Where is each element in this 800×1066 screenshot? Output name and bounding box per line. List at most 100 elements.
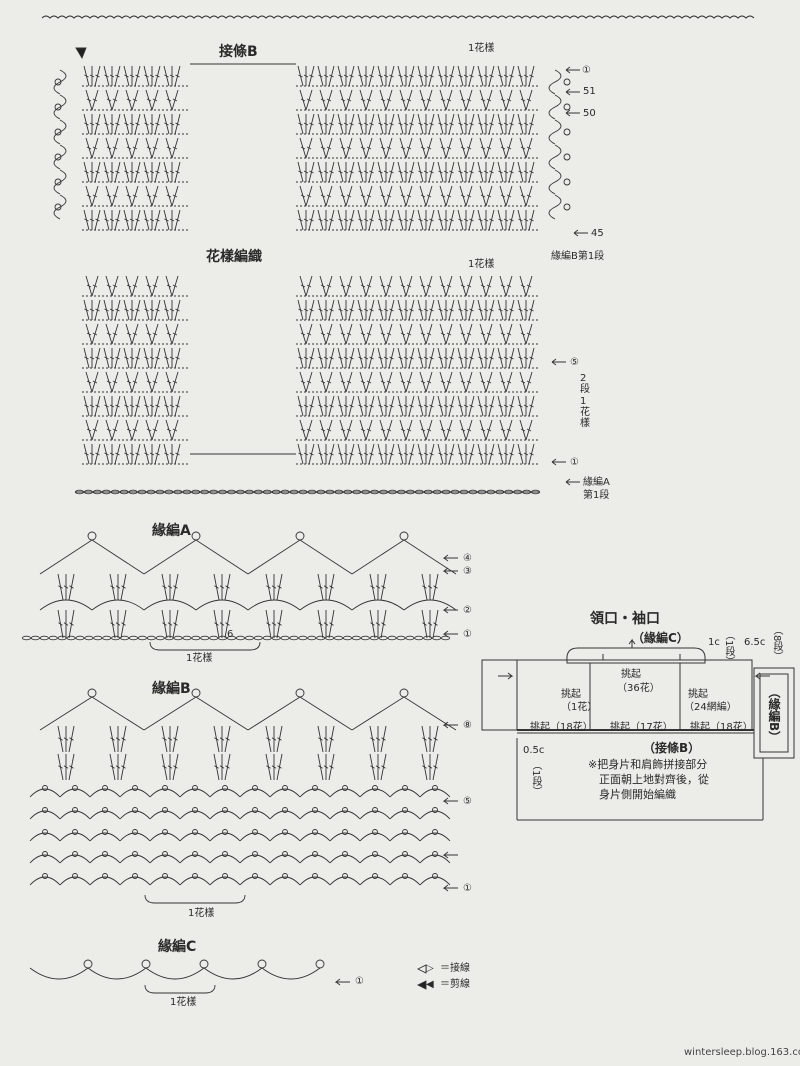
stitch-crossbar (458, 74, 463, 78)
stitch-crossbar (418, 308, 423, 312)
stitch-crossbar (132, 194, 138, 198)
stitch-crossbar (172, 98, 178, 102)
legend-cut-text: ＝剪線 (440, 979, 470, 990)
mesh-picot (312, 851, 318, 857)
stitch-crossbar (469, 308, 474, 312)
edging-a-peak (143, 539, 249, 575)
stitch-crossbar (309, 74, 314, 78)
stitch-crossbar (109, 404, 115, 408)
stitch-crossbar (149, 452, 155, 456)
stitch-crossbar (520, 428, 526, 432)
stitch-crossbar (95, 170, 100, 174)
row-arrow (442, 884, 458, 892)
stitch-crossbar (58, 737, 63, 741)
chain-stitch (280, 489, 290, 495)
chain-stitch (271, 635, 281, 641)
stitch-crossbar (149, 404, 155, 408)
edging-a-picot (399, 531, 409, 541)
stitch-crossbar (129, 404, 135, 408)
stitch-crossbar (529, 122, 534, 126)
stitch-crossbar (438, 170, 443, 174)
mesh-picot (372, 807, 378, 813)
stitch-crossbar (115, 622, 121, 626)
stitch-crossbar (146, 98, 152, 102)
stitch-crossbar (358, 122, 363, 126)
edging-b-mesh (29, 876, 61, 886)
stitch-crossbar (115, 585, 121, 589)
chain-stitch (280, 635, 290, 641)
stitch-crossbar (104, 356, 109, 360)
stitch-crossbar (483, 356, 489, 360)
neck-note-line-3: 身片側開始編織 (599, 788, 676, 801)
stitch-crossbar (378, 404, 383, 408)
stitch-crossbar (463, 404, 469, 408)
stitch-crossbar (338, 452, 343, 456)
picot (54, 128, 62, 136)
stitch-crossbar (323, 622, 329, 626)
mesh-picot (342, 785, 348, 791)
mesh-picot (252, 829, 258, 835)
stitch-crossbar (162, 765, 167, 769)
stitch-crossbar (480, 380, 486, 384)
edging-b-mesh (269, 832, 301, 842)
chain-stitch (209, 635, 219, 641)
neck-join-b-label: （接條B） (643, 741, 701, 755)
stitch-crossbar (438, 218, 443, 222)
stitch-crossbar (152, 284, 158, 288)
stitch-crossbar (92, 284, 98, 288)
edging-b-mesh (89, 876, 121, 886)
mesh-picot (222, 807, 228, 813)
right-panel-inner (759, 673, 789, 753)
stitch-crossbar (489, 356, 494, 360)
stitch-crossbar (386, 146, 392, 150)
stitch-crossbar (500, 146, 506, 150)
stitch-crossbar (95, 122, 100, 126)
stitch-crossbar (375, 585, 381, 589)
stitch-crossbar (104, 74, 109, 78)
stitch-crossbar (135, 122, 140, 126)
stitch-crossbar (360, 98, 366, 102)
stitch-crossbar (152, 428, 158, 432)
edging-b-mesh (119, 854, 151, 864)
stitch-crossbar (266, 622, 271, 626)
edging-b-mesh (119, 788, 151, 798)
stitch-crossbar (520, 146, 526, 150)
stitch-crossbar (460, 380, 466, 384)
stitch-crossbar (518, 74, 523, 78)
row-arrow (442, 851, 458, 859)
stitch-crossbar (104, 122, 109, 126)
body-outline (481, 659, 753, 731)
stitch-crossbar (509, 170, 514, 174)
row-mark-45: 45 (591, 228, 604, 239)
mesh-picot (222, 785, 228, 791)
stitch-crossbar (309, 170, 314, 174)
edging-b-mesh (209, 854, 241, 864)
neck-0-5c: 0.5c (523, 745, 545, 756)
stitch-crossbar (144, 308, 149, 312)
stitch-crossbar (172, 332, 178, 336)
stitch-crossbar (338, 170, 343, 174)
mesh-picot (402, 829, 408, 835)
stitch-crossbar (369, 122, 374, 126)
stitch-crossbar (338, 74, 343, 78)
stitch-crossbar (162, 737, 167, 741)
side-picot-edge (548, 194, 562, 220)
edging-b-mesh (59, 876, 91, 886)
stitch-crossbar (366, 146, 372, 150)
edging-b-mesh (239, 788, 271, 798)
edging-b-picot (87, 688, 97, 698)
stitch-crossbar (469, 170, 474, 174)
side-picot-edge (53, 144, 67, 170)
edging-b-mesh (239, 832, 271, 842)
stitch-crossbar (409, 122, 414, 126)
stitch-crossbar (483, 308, 489, 312)
left-panel (481, 659, 518, 731)
stitch-crossbar (298, 308, 303, 312)
stitch-crossbar (449, 218, 454, 222)
edging-a-row1-label-2: 第1段 (583, 490, 610, 501)
stitch-crossbar (389, 170, 394, 174)
neck-1c-rows: （1段） (723, 630, 734, 667)
stitch-crossbar (386, 194, 392, 198)
stitch-crossbar (400, 146, 406, 150)
stitch-crossbar (152, 332, 158, 336)
